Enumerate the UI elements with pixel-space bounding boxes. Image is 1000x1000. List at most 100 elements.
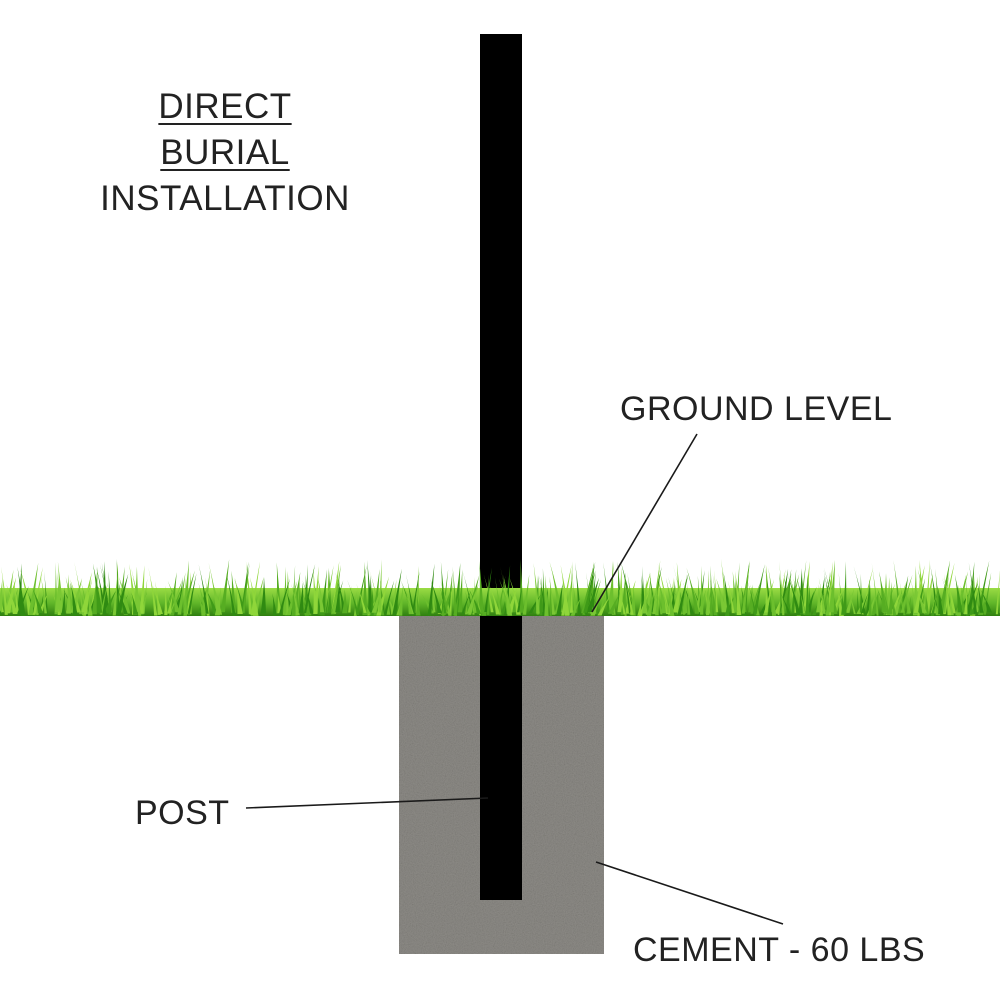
grass-blade — [453, 562, 461, 613]
grass-blade — [597, 596, 610, 616]
grass-blade — [197, 592, 206, 616]
grass-blade — [583, 570, 596, 613]
grass-blade — [834, 588, 845, 614]
grass-blade — [61, 587, 65, 615]
grass-blade — [944, 574, 952, 616]
grass-blade — [509, 577, 521, 615]
grass-blade — [620, 572, 626, 615]
grass-blade — [430, 579, 442, 613]
grass-blade — [947, 581, 956, 614]
grass-blade — [427, 563, 435, 616]
grass-blade — [615, 579, 626, 615]
grass-blade — [362, 561, 368, 616]
grass-blade — [131, 592, 139, 615]
grass-blade — [943, 577, 954, 616]
grass-blade — [335, 579, 340, 613]
grass-blade — [764, 579, 775, 613]
grass-blade — [32, 588, 43, 614]
grass-blade — [560, 564, 570, 616]
grass-blade — [607, 595, 619, 614]
grass-blade — [449, 572, 453, 615]
grass-blade — [440, 581, 452, 616]
grass-blade — [502, 574, 513, 616]
grass-blade — [828, 560, 835, 613]
grass-blade — [724, 595, 730, 616]
grass-blade — [32, 567, 43, 615]
grass-blade — [599, 579, 611, 613]
grass-blade — [784, 569, 792, 614]
grass-blade — [590, 571, 596, 616]
grass-blade — [392, 568, 402, 616]
grass-blade — [17, 566, 26, 616]
grass-blade — [582, 563, 595, 615]
grass-blade — [331, 564, 341, 614]
grass-blade — [348, 585, 352, 613]
grass-blade — [522, 574, 530, 615]
grass-blade — [995, 570, 1000, 615]
grass-blade — [70, 579, 81, 613]
grass-blade — [677, 572, 689, 615]
grass-blade — [286, 591, 294, 614]
grass-blade — [466, 584, 479, 613]
title-line-2: BURIAL — [160, 133, 290, 172]
grass-blade — [816, 584, 821, 613]
grass-blade — [591, 591, 600, 615]
grass-blade — [533, 563, 540, 614]
grass-blade — [371, 586, 382, 613]
grass-blade — [83, 578, 93, 615]
grass-blade — [164, 585, 168, 616]
grass-blade — [234, 577, 243, 614]
grass-blade — [843, 561, 847, 614]
grass-blade — [298, 582, 304, 613]
grass-blade — [220, 559, 230, 613]
grass-blade — [139, 565, 145, 614]
grass-blade — [226, 572, 236, 616]
grass-blade — [457, 569, 463, 613]
grass-blade — [573, 581, 577, 613]
grass-blade — [556, 582, 563, 615]
grass-blade — [646, 590, 654, 616]
grass-blade — [325, 590, 330, 614]
grass-blade — [825, 590, 830, 616]
grass-blade — [167, 592, 174, 614]
grass-blade — [148, 567, 158, 616]
grass-blade — [698, 589, 707, 613]
grass-blade — [642, 579, 647, 614]
grass-blade — [411, 571, 420, 616]
grass-blade — [115, 573, 129, 616]
grass-blade — [452, 566, 458, 616]
post-leader — [245, 797, 489, 809]
grass-blade — [386, 596, 391, 615]
grass-blade — [732, 571, 738, 612]
grass-blade — [405, 574, 415, 616]
grass-blade — [467, 575, 480, 613]
grass-blade — [66, 574, 71, 614]
ground-level-label: GROUND LEVEL — [620, 390, 893, 428]
grass-blade — [937, 585, 944, 615]
grass-blade — [347, 579, 360, 615]
grass-blade — [930, 594, 941, 616]
grass-blade — [657, 563, 670, 614]
grass-blade — [57, 572, 62, 615]
grass-blade — [100, 582, 108, 615]
grass-blade — [204, 587, 218, 614]
grass-blade — [313, 566, 319, 614]
grass-blade — [853, 566, 866, 614]
grass-blade — [549, 578, 552, 616]
grass-blade — [398, 585, 403, 616]
grass-blade — [561, 564, 572, 616]
grass-blade — [65, 577, 74, 613]
grass-blade — [205, 577, 210, 616]
grass-blade — [304, 563, 316, 613]
grass-blade — [779, 561, 785, 616]
grass-blade — [484, 567, 492, 612]
grass-blade — [845, 588, 855, 613]
grass-blade — [6, 584, 18, 614]
grass-blade — [714, 570, 719, 613]
grass-blade — [282, 566, 287, 615]
grass-blade — [741, 560, 750, 614]
grass-blade — [87, 596, 93, 616]
grass-blade — [103, 589, 117, 614]
grass-blade — [709, 578, 718, 616]
grass-blade — [892, 592, 903, 615]
